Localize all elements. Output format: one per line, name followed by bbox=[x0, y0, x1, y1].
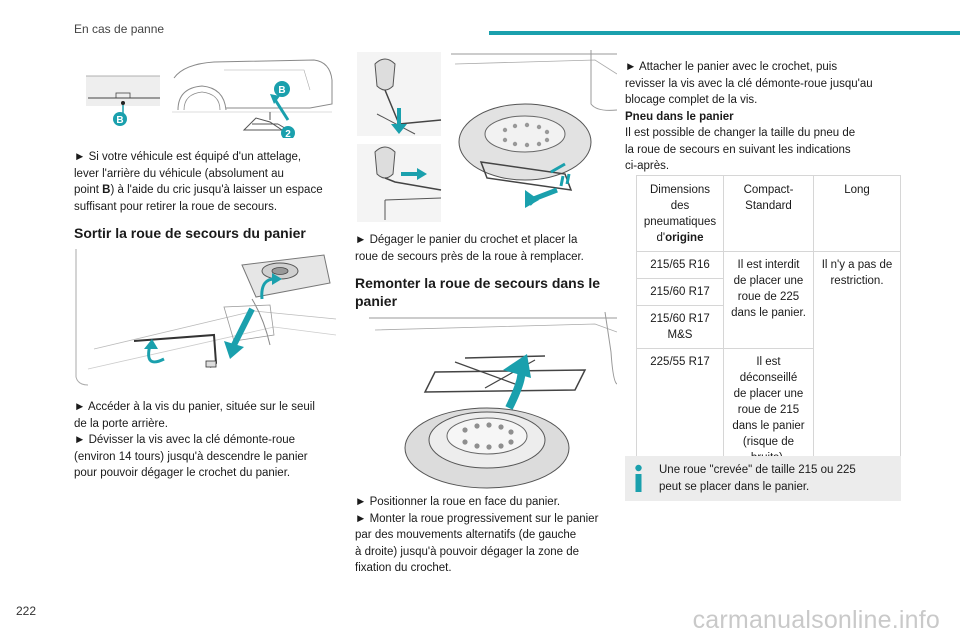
text-line: blocage complet de la vis. bbox=[625, 94, 758, 106]
cell-line: dans le panier. bbox=[731, 307, 806, 319]
table-cell: 215/60 R17 bbox=[636, 278, 724, 306]
watermark: carmanualsonline.info bbox=[692, 606, 940, 634]
text-line: ► Dévisser la vis avec la clé démonte-ro… bbox=[74, 434, 296, 446]
text-line: la roue de secours en suivant les indica… bbox=[625, 143, 851, 156]
text-fragment: point bbox=[74, 184, 103, 196]
text-line: ► Accéder à la vis du panier, située sur… bbox=[74, 401, 315, 413]
subheading-pneu: Pneu dans le panier bbox=[625, 109, 910, 126]
table-header-cell: Dimensions des pneumatiques d'origine bbox=[636, 175, 724, 252]
col2-heading: Remonter la roue de secours dans le panie… bbox=[355, 274, 617, 310]
figure-basket-screw bbox=[74, 249, 336, 387]
text-line: revisser la vis avec la clé démonte-roue… bbox=[625, 77, 873, 90]
cell-line: de placer une bbox=[733, 388, 804, 400]
info-note: Une roue "crevée" de taille 215 ou 225 p… bbox=[625, 456, 901, 501]
table-cell-long: Il n'y a pas de restriction. bbox=[813, 251, 901, 472]
cell-line: d' bbox=[656, 232, 666, 244]
marker-2 bbox=[281, 126, 295, 138]
marker-2-label: 2 bbox=[285, 129, 291, 138]
table-cell-compact-225: Il est interdit de placer une roue de 22… bbox=[723, 251, 814, 349]
table-row: 215/65 R16 Il est interdit de placer une… bbox=[636, 251, 901, 472]
cell-line: 215/60 R17 bbox=[650, 313, 710, 325]
cell-line: de placer une bbox=[733, 275, 804, 287]
text-line: ► Dégager le panier du crochet et placer… bbox=[355, 234, 578, 246]
text-line: de la porte arrière. bbox=[74, 417, 168, 430]
text-line: par des mouvements alternatifs (de gauch… bbox=[355, 529, 577, 541]
heading-remonter-roue: Remonter la roue de secours dans le panie… bbox=[355, 274, 617, 310]
col1-para2: ► Accéder à la vis du panier, située sur… bbox=[74, 399, 336, 482]
cell-line: déconseillé bbox=[739, 372, 798, 384]
text-line: point B) à l'aide du cric jusqu'à laisse… bbox=[74, 182, 336, 199]
table-header-cell: Compact- Standard bbox=[723, 175, 814, 252]
text-line: pour pouvoir dégager le crochet du panie… bbox=[74, 467, 291, 479]
text-line: roue de secours près de la roue à rempla… bbox=[355, 250, 584, 263]
figure-jack-attachment: B B 2 bbox=[74, 50, 336, 138]
text-line: ► Monter la roue progressivement sur le … bbox=[355, 512, 599, 525]
cell-line: Dimensions bbox=[649, 184, 711, 196]
text-line: suffisant pour retirer la roue de secour… bbox=[74, 200, 278, 213]
text-line: fixation du crochet. bbox=[355, 562, 452, 574]
section-title: En cas de panne bbox=[74, 22, 165, 36]
text-line: ci-après. bbox=[625, 160, 670, 172]
heading-sortir-roue: Sortir la roue de secours du panier bbox=[74, 225, 306, 241]
cell-line: roue de 215 bbox=[737, 404, 800, 416]
col3-para1: ► Attacher le panier avec le crochet, pu… bbox=[625, 59, 910, 175]
heading-line: Remonter la roue de secours dans le bbox=[355, 275, 601, 291]
jack-attachment-illustration: B B 2 bbox=[86, 59, 333, 138]
table-row: 215/60 R17 M&S bbox=[636, 305, 901, 349]
cell-line: restriction. bbox=[830, 275, 884, 287]
table-cell-compact-215: Il est déconseillé de placer une roue de… bbox=[723, 348, 814, 472]
basket-screw-illustration bbox=[75, 249, 336, 386]
subheading-text: Pneu dans le panier bbox=[625, 110, 734, 123]
marker-b-big bbox=[274, 81, 290, 97]
info-text: Une roue "crevée" de taille 215 ou 225 p… bbox=[659, 462, 895, 495]
table-header-cell: Long bbox=[813, 175, 901, 252]
cell-line: dans le panier bbox=[732, 420, 805, 432]
cell-line: pneumatiques bbox=[643, 216, 717, 228]
unhook-basket-illustration bbox=[357, 50, 617, 222]
tyre-size-table: Dimensions des pneumatiques d'origine Co… bbox=[636, 175, 901, 472]
text-line: à droite) jusqu'à pouvoir dégager la zon… bbox=[355, 545, 580, 558]
cell-line: Compact- bbox=[743, 184, 794, 196]
heading-line: panier bbox=[355, 293, 398, 309]
cell-bold: origine bbox=[665, 232, 704, 244]
text-line: ► Attacher le panier avec le crochet, pu… bbox=[625, 61, 838, 73]
cell-line: roue de 225 bbox=[737, 291, 800, 303]
cell-line: M&S bbox=[667, 329, 693, 341]
col2-para1: ► Dégager le panier du crochet et placer… bbox=[355, 232, 617, 265]
text-line: ► Positionner la roue en face du panier. bbox=[355, 496, 561, 508]
marker-b-small bbox=[113, 112, 127, 126]
table-cell: 215/60 R17 M&S bbox=[636, 305, 724, 349]
tyre-table-wrapper: Dimensions des pneumatiques d'origine Co… bbox=[636, 175, 901, 472]
text-fragment: ) à l'aide du cric jusqu'à laisser un es… bbox=[110, 184, 323, 196]
info-icon bbox=[635, 464, 642, 492]
table-row: 215/60 R17 bbox=[636, 278, 901, 306]
table-cell: 225/55 R17 bbox=[636, 348, 724, 472]
text-line: ► Si votre véhicule est équipé d'un atte… bbox=[74, 151, 302, 163]
page-number: 222 bbox=[16, 604, 37, 618]
cell-line: (risque de bbox=[742, 436, 795, 448]
cell-line: Il est bbox=[756, 356, 781, 368]
figure-wheel-basket bbox=[355, 312, 617, 490]
table-header-row: Dimensions des pneumatiques d'origine Co… bbox=[636, 175, 901, 252]
text-line: (environ 14 tours) jusqu'à descendre le … bbox=[74, 450, 308, 463]
marker-b-big-label: B bbox=[278, 85, 285, 96]
cell-line: des bbox=[670, 200, 690, 212]
text-line: peut se placer dans le panier. bbox=[659, 480, 810, 493]
cell-line: Standard bbox=[745, 200, 792, 212]
text-line: Il est possible de changer la taille du … bbox=[625, 127, 856, 139]
marker-b-small-label: B bbox=[116, 115, 123, 126]
cell-line: Il n'y a pas de bbox=[821, 259, 893, 271]
cell-line: Il est interdit bbox=[737, 259, 800, 271]
wheel-basket-illustration bbox=[369, 312, 617, 489]
col1-para1: ► Si votre véhicule est équipé d'un atte… bbox=[74, 149, 336, 215]
text-line: lever l'arrière du véhicule (absolument … bbox=[74, 167, 284, 180]
point-b-ref: B bbox=[102, 184, 111, 196]
figure-unhook-basket bbox=[355, 50, 617, 222]
col2-para2: ► Positionner la roue en face du panier.… bbox=[355, 494, 617, 577]
table-cell: 215/65 R16 bbox=[636, 251, 724, 279]
header-accent-bar bbox=[489, 31, 960, 35]
col1-heading: Sortir la roue de secours du panier bbox=[74, 224, 336, 242]
text-line: Une roue "crevée" de taille 215 ou 225 bbox=[659, 464, 856, 476]
